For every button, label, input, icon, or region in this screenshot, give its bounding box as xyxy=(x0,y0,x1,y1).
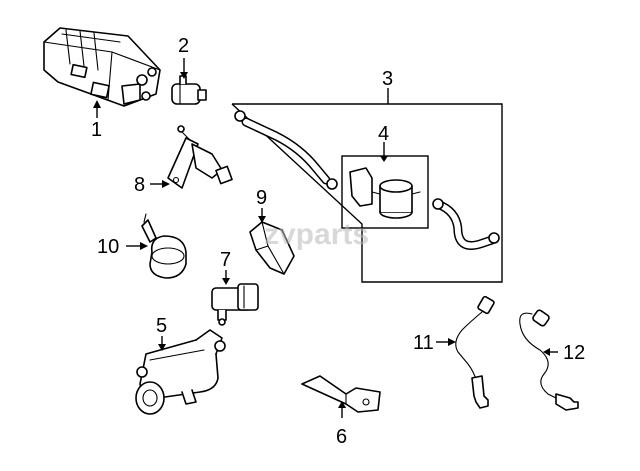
valve-bracket-icon xyxy=(167,125,233,189)
part-3-hose-assembly: 3 xyxy=(231,68,503,283)
bracket-icon xyxy=(301,375,381,413)
charcoal-canister-icon xyxy=(43,27,161,107)
callout-3: 3 xyxy=(382,68,393,90)
vacuum-actuator-icon xyxy=(141,213,187,279)
callout-9: 9 xyxy=(256,187,267,209)
part-5-vacuum-pump: 5 xyxy=(135,315,226,415)
part-2-solenoid-valve: 2 xyxy=(171,35,207,105)
part-10-vacuum-actuator: 10 xyxy=(97,213,187,279)
vacuum-pump-icon xyxy=(135,329,226,415)
callout-2: 2 xyxy=(178,35,189,57)
callout-8: 8 xyxy=(134,174,145,196)
callout-7: 7 xyxy=(220,249,231,271)
part-6-bracket: 6 xyxy=(301,375,381,448)
hose-assembly-icon xyxy=(231,103,503,283)
callout-5: 5 xyxy=(156,315,167,337)
solenoid-valve-icon xyxy=(171,75,207,105)
part-12-oxygen-sensor: 12 xyxy=(519,309,585,411)
part-4-filter: 4 xyxy=(341,123,429,229)
part-11-oxygen-sensor: 11 xyxy=(413,295,495,409)
sensor-icon xyxy=(211,283,259,326)
part-7-sensor: 7 xyxy=(211,249,259,326)
part-1-charcoal-canister: 1 xyxy=(43,27,161,141)
callout-6: 6 xyxy=(336,426,347,448)
callout-1: 1 xyxy=(91,119,102,141)
callout-11: 11 xyxy=(413,332,434,354)
watermark: zvparts xyxy=(264,218,369,251)
callout-12: 12 xyxy=(563,342,585,364)
callout-4: 4 xyxy=(378,123,389,145)
filter-icon xyxy=(349,167,421,219)
callout-10: 10 xyxy=(97,236,119,258)
part-9-sensor: 9 xyxy=(249,187,295,275)
oxygen-sensor-icon xyxy=(519,309,579,411)
sensor-icon xyxy=(249,221,295,275)
part-8-valve-bracket: 8 xyxy=(134,125,233,196)
oxygen-sensor-icon xyxy=(455,295,495,409)
